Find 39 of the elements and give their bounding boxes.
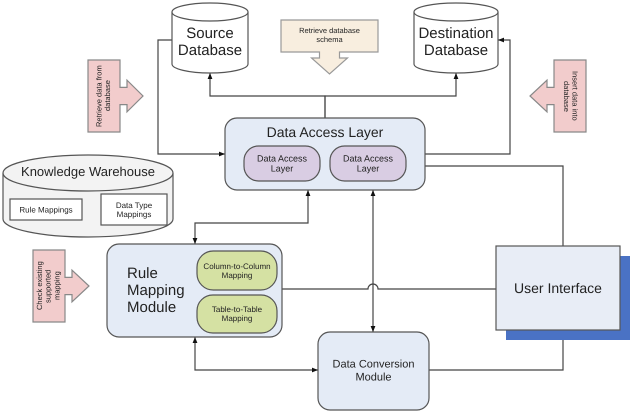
node-label: Data Conversion Module	[332, 358, 416, 384]
mapping-box	[101, 194, 167, 225]
node-label: Rule Mapping Module	[127, 264, 186, 316]
node-label: User Interface	[513, 280, 603, 296]
arrow	[192, 337, 318, 372]
callout-note	[33, 250, 89, 322]
database-cylinder	[414, 3, 498, 73]
module-box	[107, 244, 282, 337]
node-label: Data Type Mappings	[114, 200, 154, 219]
node-label: Source Database	[176, 25, 244, 60]
node-label: Table-to-Table Mapping	[210, 304, 264, 324]
node-label: Column-to-Column Mapping	[202, 261, 272, 280]
node-label: Data Access Layer	[266, 124, 384, 140]
mapping-pill	[197, 251, 277, 290]
connector-line	[429, 340, 564, 371]
connector-line	[282, 284, 496, 290]
layer-box	[225, 118, 425, 190]
interface-box	[496, 246, 630, 340]
node-label: Rule Mappings	[18, 204, 74, 214]
arrow	[425, 38, 511, 155]
node-label: Data Access Layer	[342, 153, 394, 174]
database-cylinder	[172, 3, 248, 73]
callout-note	[530, 60, 586, 132]
arrow	[370, 190, 376, 332]
mapping-pill	[197, 295, 277, 333]
arrow	[157, 39, 225, 156]
module-box	[318, 332, 429, 410]
connector-line	[425, 165, 564, 246]
arrow	[324, 73, 458, 118]
callout-note	[281, 20, 378, 74]
warehouse-cylinder	[3, 155, 173, 237]
component-pill	[330, 146, 406, 181]
arrow	[192, 190, 310, 244]
node-label: Destination Database	[417, 25, 495, 60]
node-label: Knowledge Warehouse	[20, 165, 156, 180]
node-label: Data Access Layer	[256, 153, 308, 174]
component-pill	[244, 146, 320, 181]
callout-note	[88, 60, 143, 132]
mapping-box	[10, 199, 82, 220]
